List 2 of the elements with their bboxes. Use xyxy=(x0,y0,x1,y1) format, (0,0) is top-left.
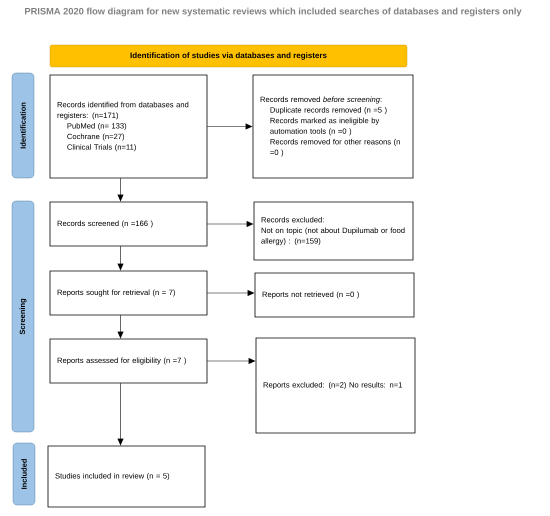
section-header: Identification of studies via databases and registers xyxy=(50,44,408,68)
title: PRISMA 2020 flow diagram for new systematic reviews which included searches of databases and registers only xyxy=(25,8,522,16)
